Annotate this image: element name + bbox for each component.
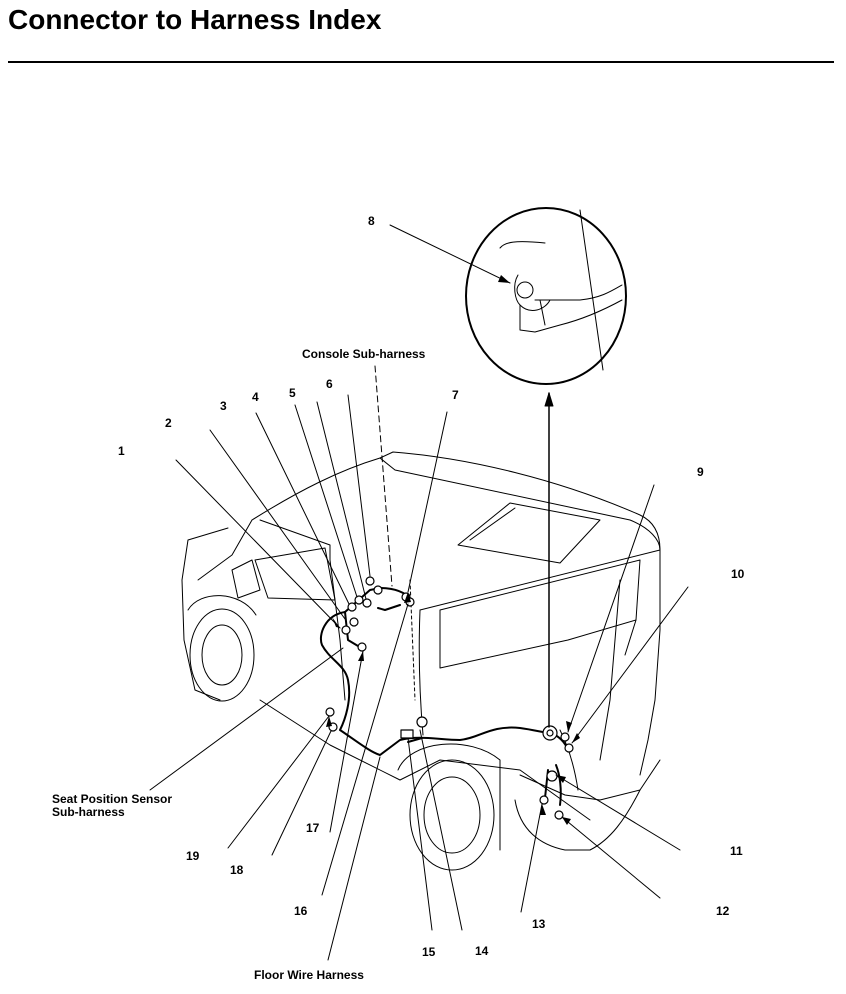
connector-label-8: 8	[368, 214, 375, 228]
seat-sensor-label-line2: Sub-harness	[52, 805, 125, 819]
connector-label-6: 6	[326, 377, 333, 391]
connector-label-9: 9	[697, 465, 704, 479]
console-subharness-label: Console Sub-harness	[302, 347, 426, 361]
page-title: Connector to Harness Index	[8, 4, 382, 35]
leader-arrowheads	[326, 275, 580, 825]
seat-sensor-label-line1: Seat Position Sensor	[52, 792, 172, 806]
connector-label-2: 2	[165, 416, 172, 430]
vehicle-outline	[181, 451, 661, 871]
connector-label-15: 15	[422, 945, 436, 959]
connector-label-16: 16	[294, 904, 308, 918]
title-divider	[8, 61, 834, 63]
connector-label-3: 3	[220, 399, 227, 413]
connector-label-5: 5	[289, 386, 296, 400]
connector-label-11: 11	[730, 844, 743, 858]
connector-label-13: 13	[532, 917, 546, 931]
connector-markers	[325, 576, 574, 820]
callout-arrow-up	[544, 392, 554, 407]
detail-callout	[465, 207, 627, 728]
connector-label-7: 7	[452, 388, 459, 402]
leader-lines	[149, 224, 689, 961]
connector-numbers: 1 2 3 4 5 6 7 8 9 10 11 12 13 14 15 16 1…	[118, 214, 745, 959]
connector-label-17: 17	[306, 821, 320, 835]
connector-label-10: 10	[731, 567, 745, 581]
harness-labels: Console Sub-harness Seat Position Sensor…	[52, 347, 426, 982]
floor-harness-label: Floor Wire Harness	[254, 968, 364, 982]
connector-label-12: 12	[716, 904, 730, 918]
connector-label-4: 4	[252, 390, 259, 404]
connector-label-18: 18	[230, 863, 244, 877]
connector-label-14: 14	[475, 944, 489, 958]
connector-label-1: 1	[118, 444, 125, 458]
connector-label-19: 19	[186, 849, 200, 863]
